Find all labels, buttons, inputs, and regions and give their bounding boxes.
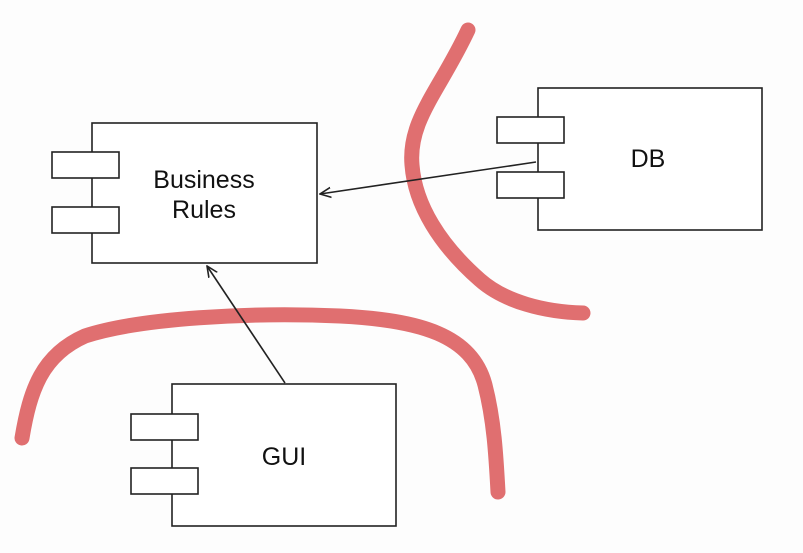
gui-label: GUI — [262, 443, 306, 471]
db-component[interactable]: DB — [496, 87, 763, 231]
gui-boundary-line — [14, 307, 506, 500]
business-rules-port-bottom — [51, 206, 120, 234]
business-rules-label-line1: Business — [153, 166, 254, 194]
business-rules-component[interactable]: Business Rules — [51, 122, 318, 264]
db-body — [537, 87, 763, 231]
business-rules-label-line2: Rules — [172, 196, 236, 224]
gui-component[interactable]: GUI — [130, 383, 397, 527]
db-label: DB — [631, 145, 666, 173]
db-port-top — [496, 116, 565, 144]
business-rules-body — [91, 122, 318, 264]
gui-to-business-rules-arrow — [207, 266, 286, 384]
db-port-bottom — [496, 171, 565, 199]
business-rules-port-top — [51, 151, 120, 179]
db-boundary-line — [404, 22, 591, 321]
gui-port-bottom — [130, 467, 199, 495]
gui-body — [171, 383, 397, 527]
gui-port-top — [130, 413, 199, 441]
db-to-business-rules-arrow — [320, 161, 537, 194]
